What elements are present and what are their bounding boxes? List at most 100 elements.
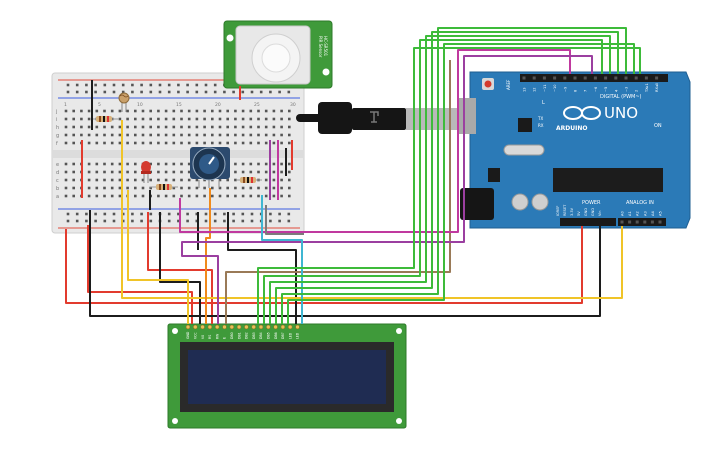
breadboard-hole: [149, 141, 152, 145]
breadboard-hole: [203, 186, 206, 190]
breadboard-hole: [257, 170, 260, 174]
digital-pin[interactable]: [614, 76, 618, 80]
uno-label: UNO: [604, 104, 638, 122]
digital-pin[interactable]: [522, 76, 526, 80]
digital-pin[interactable]: [604, 76, 608, 80]
analog-pin[interactable]: [643, 220, 647, 224]
lcd-pin[interactable]: [258, 324, 264, 330]
lcd-pin[interactable]: [273, 324, 278, 330]
breadboard-hole: [234, 125, 237, 129]
lcd-pin[interactable]: [222, 324, 227, 330]
breadboard-hole: [164, 141, 168, 145]
digital-pin[interactable]: [593, 76, 597, 80]
lcd-pin-label: RS: [208, 335, 212, 339]
rail-hole: [232, 212, 235, 216]
breadboard-hole: [234, 141, 237, 145]
lcd-pin[interactable]: [185, 324, 191, 330]
digital-pin[interactable]: [624, 76, 628, 80]
breadboard-hole: [280, 178, 283, 182]
breadboard-hole: [203, 141, 206, 145]
digital-pin[interactable]: [553, 76, 557, 80]
lcd-pin[interactable]: [200, 324, 205, 330]
breadboard-hole: [64, 186, 68, 190]
lcd-pin-label: RW: [215, 333, 219, 339]
digital-pin-label: ~5: [604, 87, 608, 92]
analog-pin[interactable]: [635, 220, 639, 224]
lcd-pin[interactable]: [229, 324, 235, 330]
rail-hole: [85, 90, 88, 94]
svg-text:25: 25: [254, 102, 260, 108]
lcd-pin[interactable]: [193, 324, 198, 330]
breadboard-hole: [280, 117, 283, 121]
lcd-pin[interactable]: [287, 324, 293, 330]
rail-hole: [131, 90, 134, 94]
breadboard-hole: [241, 133, 245, 137]
wire-gray: [265, 205, 304, 235]
rail-hole: [103, 83, 107, 87]
breadboard-hole: [172, 194, 176, 198]
digital-pin[interactable]: [532, 76, 536, 80]
lcd-pin[interactable]: [266, 324, 271, 330]
svg-text:IOREF: IOREF: [556, 206, 560, 216]
breadboard-hole: [241, 194, 245, 198]
breadboard-hole: [80, 117, 83, 121]
digital-pin[interactable]: [655, 76, 659, 80]
lcd-pin[interactable]: [207, 324, 213, 330]
breadboard-hole: [264, 117, 268, 121]
lcd-pin[interactable]: [295, 324, 300, 330]
breadboard-hole: [118, 117, 122, 121]
rail-hole: [195, 212, 199, 216]
breadboard-hole: [241, 109, 245, 113]
breadboard-hole: [64, 178, 68, 182]
wire-brown: [225, 60, 451, 324]
lcd-pin[interactable]: [236, 324, 242, 330]
rail-hole: [131, 83, 134, 87]
analog-pin[interactable]: [650, 220, 654, 224]
analog-pin[interactable]: [620, 220, 624, 224]
lcd-pin[interactable]: [214, 324, 220, 330]
breadboard-hole: [141, 194, 145, 198]
digital-pin[interactable]: [644, 76, 648, 80]
breadboard-hole: [241, 170, 245, 174]
digital-pin[interactable]: [542, 76, 546, 80]
lcd-pin[interactable]: [280, 324, 286, 330]
lcd-screen: [188, 350, 386, 404]
breadboard-hole: [249, 194, 253, 198]
lcd-pin[interactable]: [251, 324, 256, 330]
regulator: [488, 168, 500, 182]
breadboard-hole: [149, 162, 152, 166]
analog-pin-label: A4: [651, 211, 655, 216]
digital-pin[interactable]: [563, 76, 567, 80]
digital-pin[interactable]: [634, 76, 638, 80]
analog-pin[interactable]: [628, 220, 632, 224]
breadboard-hole: [118, 133, 122, 137]
breadboard-hole: [164, 133, 168, 137]
on-label: ON: [654, 123, 662, 129]
breadboard-hole: [134, 170, 137, 174]
digital-pin-label: TX▸1: [645, 83, 649, 93]
breadboard-hole: [226, 178, 229, 182]
lcd-pin[interactable]: [244, 324, 249, 330]
rail-hole: [287, 90, 291, 94]
rail-hole: [121, 219, 125, 223]
svg-text:d: d: [56, 170, 59, 176]
lcd-pin-label: E: [223, 337, 227, 339]
breadboard-hole: [257, 109, 260, 113]
breadboard-hole: [234, 162, 237, 166]
digital-pin[interactable]: [583, 76, 587, 80]
rail-hole: [140, 90, 143, 94]
breadboard-hole: [249, 117, 253, 121]
breadboard-hole: [157, 162, 160, 166]
column-numbers: 1 5 10 15 20 25 30: [64, 102, 296, 108]
breadboard-hole: [72, 178, 75, 182]
breadboard-hole: [87, 170, 91, 174]
breadboard-hole: [195, 117, 199, 121]
breadboard-hole: [172, 133, 176, 137]
rail-hole: [223, 219, 226, 223]
digital-pin[interactable]: [573, 76, 577, 80]
breadboard-hole: [172, 141, 176, 145]
digital-pin-label: 12: [533, 87, 537, 92]
analog-pin[interactable]: [658, 220, 662, 224]
rail-hole: [85, 219, 88, 223]
